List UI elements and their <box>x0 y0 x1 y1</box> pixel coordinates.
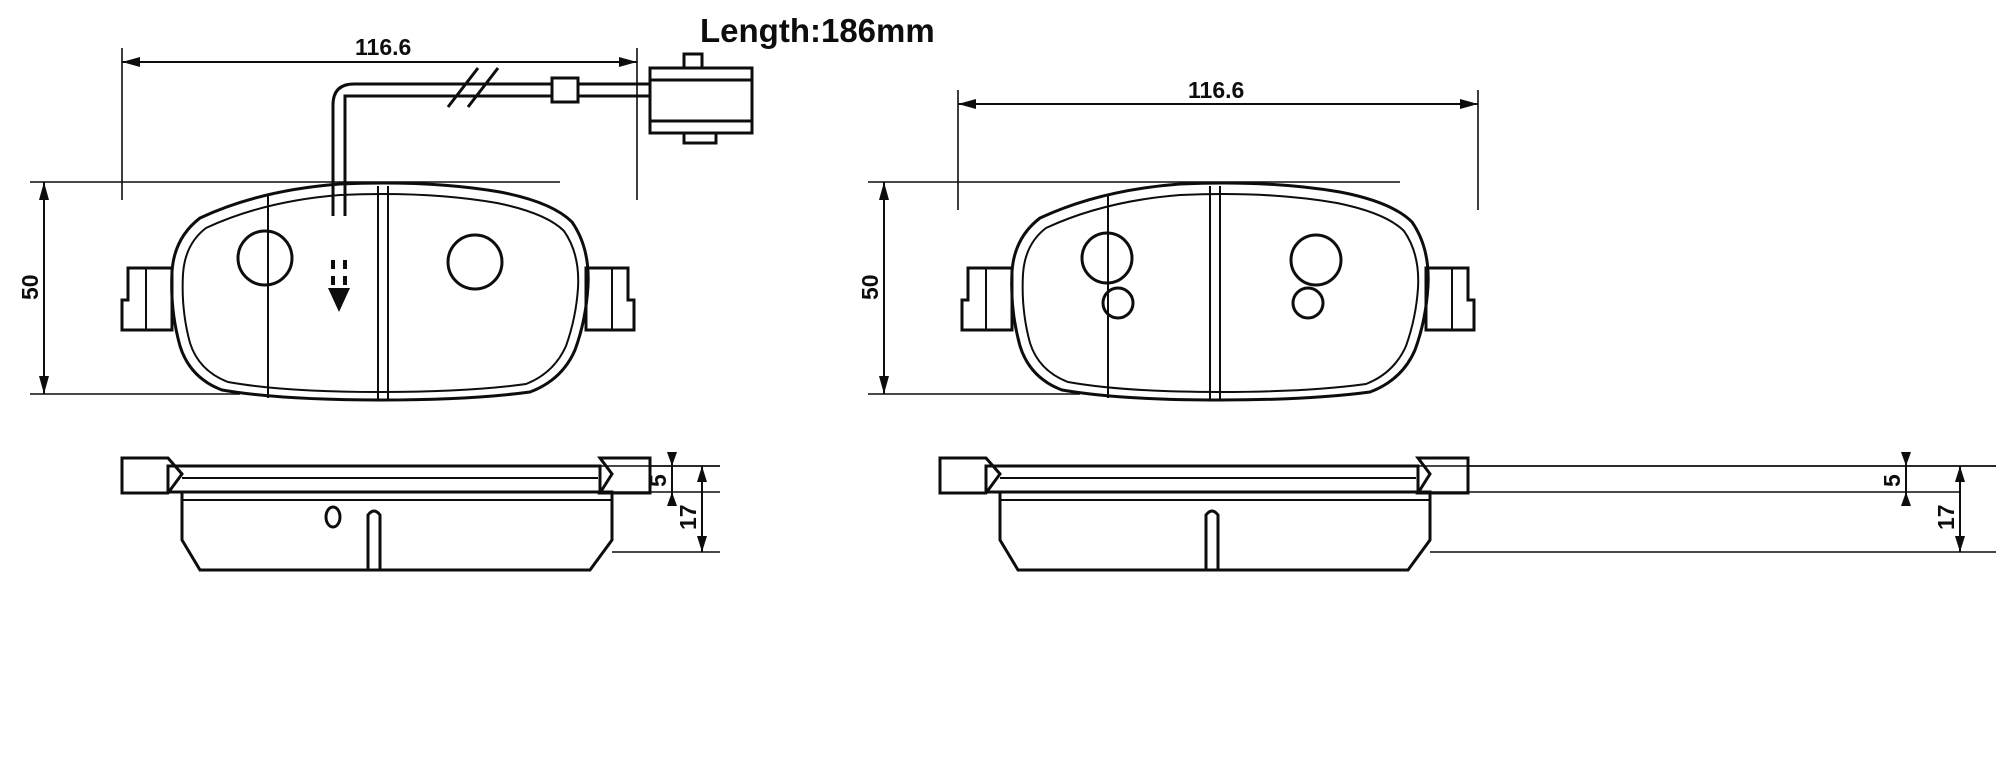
left-pad-view: 116.6 50 <box>17 34 754 572</box>
right-height-label: 50 <box>857 274 883 300</box>
left-pad-hole-2 <box>446 233 504 291</box>
left-height-dimension: 50 <box>17 181 560 395</box>
right-width-dimension: 116.6 <box>957 77 1479 210</box>
right-pad-view: 116.6 50 <box>857 77 1996 572</box>
right-thin-dimension: 5 <box>1418 452 1996 506</box>
right-thin-label: 5 <box>1879 474 1905 487</box>
left-width-dimension: 116.6 <box>121 34 638 200</box>
right-pad-hole-small-1 <box>1101 286 1135 320</box>
left-wire-insertion-arrow <box>328 260 350 312</box>
drawing-title: Length:186mm <box>700 12 935 49</box>
left-height-label: 50 <box>17 274 43 300</box>
left-thin-label: 5 <box>645 474 671 487</box>
left-pad-section-view: 5 17 <box>120 452 720 572</box>
left-wire-connector <box>648 52 754 145</box>
right-pad-hole-large-2 <box>1289 233 1343 287</box>
right-thick-dimension: 17 <box>1430 465 1996 553</box>
left-section-hole <box>324 505 342 529</box>
left-thick-label: 17 <box>675 504 701 530</box>
left-sensor-wire <box>331 67 650 216</box>
right-pad-section-view: 5 17 <box>938 452 1996 572</box>
right-pad-hole-large-1 <box>1080 231 1134 285</box>
right-height-dimension: 50 <box>857 181 1400 395</box>
left-width-label: 116.6 <box>355 34 411 60</box>
right-thick-label: 17 <box>1933 504 1959 530</box>
left-pad-body <box>120 181 636 402</box>
left-pad-hole-1 <box>236 229 294 287</box>
right-width-label: 116.6 <box>1188 77 1244 103</box>
right-pad-hole-small-2 <box>1291 286 1325 320</box>
left-thick-dimension: 17 <box>612 465 720 553</box>
right-pad-body <box>960 181 1476 402</box>
